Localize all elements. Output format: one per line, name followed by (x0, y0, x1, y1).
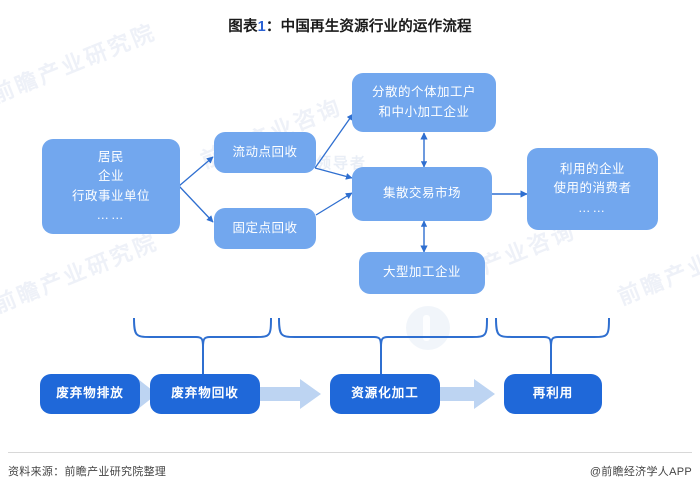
node-end-users-line-2: 使用的消费者 (553, 181, 632, 196)
brace-collection (133, 317, 272, 348)
source-value: 前瞻产业研究院整理 (64, 466, 167, 478)
node-large-processors[interactable]: 大型加工企业 (359, 252, 485, 294)
stage-resource-processing[interactable]: 资源化加工 (330, 374, 440, 414)
node-small-processors-line-1: 分散的个体加工户 (371, 85, 476, 100)
watermark-institute-right: 前瞻产业研究院 (614, 221, 700, 310)
watermark-logo-lower (406, 306, 450, 350)
page-title: 图表1：中国再生资源行业的运作流程 (0, 15, 700, 36)
node-large-processors-label: 大型加工企业 (382, 265, 461, 280)
node-sources-line-3: 行政事业单位 (71, 188, 150, 203)
watermark-institute-lower-left: 前瞻产业研究院 (0, 229, 162, 318)
node-end-users-line-3: …… (578, 200, 607, 215)
title-separator: ： (265, 19, 281, 35)
node-sources[interactable]: 居民 企业 行政事业单位 …… (42, 139, 180, 234)
node-mobile-collection[interactable]: 流动点回收 (214, 132, 316, 173)
brace-processing (278, 317, 488, 348)
stage-waste-discharge[interactable]: 废弃物排放 (40, 374, 140, 414)
node-mobile-collection-label: 流动点回收 (232, 144, 298, 159)
stage-reuse[interactable]: 再利用 (504, 374, 602, 414)
chevron-collection-to-processing (260, 379, 321, 409)
app-credit: @前瞻经济学人APP (589, 466, 692, 478)
node-trading-market-label: 集散交易市场 (382, 186, 461, 201)
node-sources-line-4: …… (96, 207, 126, 222)
node-trading-market[interactable]: 集散交易市场 (352, 167, 492, 221)
footer-divider (8, 452, 692, 453)
stage-waste-collection[interactable]: 废弃物回收 (150, 374, 260, 414)
node-small-processors-line-2: 和中小加工企业 (378, 104, 470, 119)
stage-resource-processing-label: 资源化加工 (351, 386, 419, 401)
stage-waste-collection-label: 废弃物回收 (171, 386, 239, 401)
stage-waste-discharge-label: 废弃物排放 (56, 386, 124, 401)
chevron-processing-to-reuse (436, 379, 495, 409)
node-end-users-line-1: 利用的企业 (559, 161, 625, 176)
title-number: 1 (257, 19, 266, 35)
title-prefix: 图表 (228, 19, 258, 35)
node-small-processors[interactable]: 分散的个体加工户 和中小加工企业 (352, 73, 496, 132)
node-end-users[interactable]: 利用的企业 使用的消费者 …… (527, 148, 658, 230)
node-sources-line-1: 居民 (97, 149, 124, 164)
edge-sources-to-fixed (178, 185, 214, 223)
source-note: 资料来源：前瞻产业研究院整理 (8, 463, 166, 479)
node-sources-line-2: 企业 (97, 169, 124, 184)
source-label: 资料来源： (8, 466, 65, 478)
node-fixed-collection[interactable]: 固定点回收 (214, 208, 316, 249)
brace-reuse (495, 317, 610, 348)
edge-fixed-to-market (315, 192, 353, 216)
title-text: 中国再生资源行业的运作流程 (280, 19, 472, 35)
node-fixed-collection-label: 固定点回收 (232, 220, 298, 235)
stage-reuse-label: 再利用 (532, 386, 574, 401)
